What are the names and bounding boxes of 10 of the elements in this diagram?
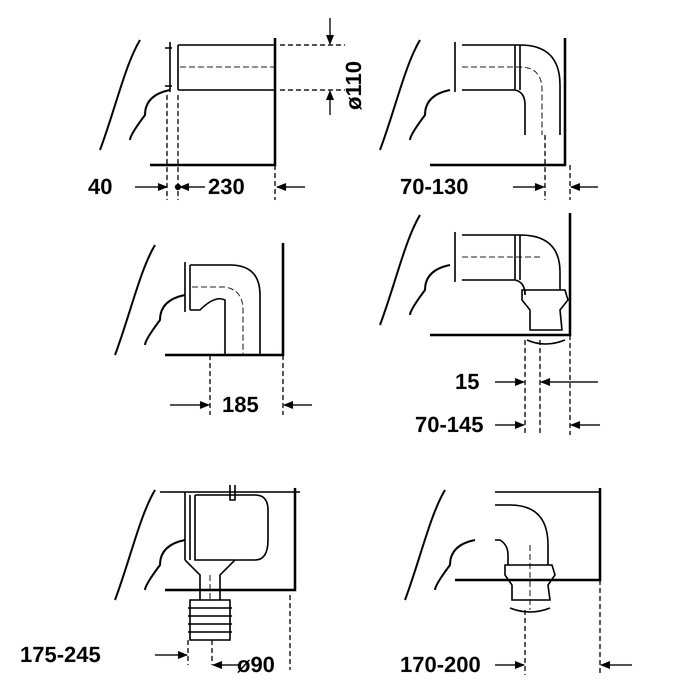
dimension-value: 70-145 — [415, 414, 484, 436]
dimension-value: 70-130 — [400, 176, 469, 198]
dimension-value: 175-245 — [20, 644, 101, 666]
dimension-value: 170-200 — [400, 654, 481, 676]
dimension-value: 230 — [208, 176, 245, 198]
dimension-value: 40 — [88, 176, 112, 198]
dimension-value: ø90 — [237, 654, 275, 676]
dimension-value: 185 — [222, 394, 259, 416]
dimension-value: ø110 — [343, 61, 365, 110]
dimension-value: 15 — [455, 371, 480, 393]
